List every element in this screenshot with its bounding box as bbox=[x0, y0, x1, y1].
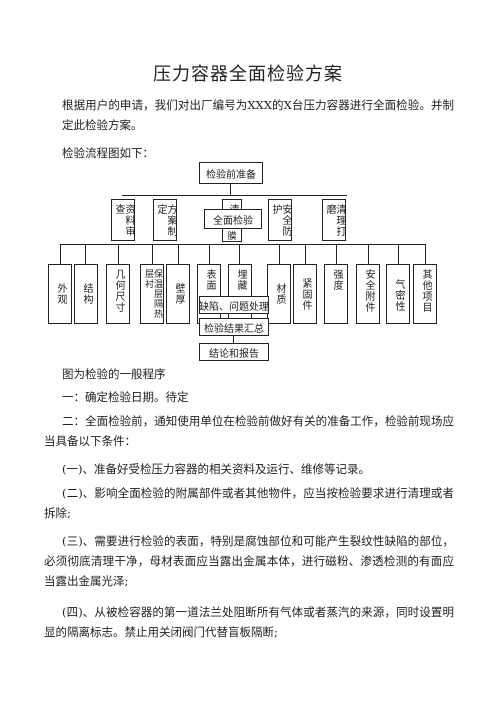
connector bbox=[152, 244, 153, 264]
flow-check-surface: 表面 bbox=[197, 264, 221, 324]
item-3: (一)、准备好受检压力容器的相关资料及运行、维修等记录。 bbox=[62, 462, 370, 476]
flow-prep-grinding: 清理打磨 bbox=[322, 199, 346, 241]
connector bbox=[178, 244, 179, 264]
connector bbox=[368, 244, 369, 264]
flow-check-insulation: 保温层隔热层衬 bbox=[140, 264, 164, 324]
flow-intro: 检验流程图如下： bbox=[62, 146, 154, 160]
connector bbox=[122, 195, 347, 196]
flow-top-box: 检验前准备 bbox=[199, 162, 263, 184]
figure-caption: 图为检验的一般程序 bbox=[62, 367, 166, 381]
item-4: (二)、影响全面检验的附属部件或者其他物件，应当按检验要求进行清理或者拆除; bbox=[44, 486, 454, 520]
connector bbox=[233, 336, 234, 343]
connector bbox=[398, 244, 399, 264]
connector bbox=[60, 244, 61, 264]
flow-defect-handling: 缺陷、问题处理 bbox=[199, 296, 269, 314]
flow-check-structure: 结构 bbox=[74, 264, 98, 324]
flow-check-thickness: 壁厚 bbox=[166, 264, 190, 324]
flow-check-fasteners: 紧固件 bbox=[293, 264, 317, 324]
connector bbox=[209, 244, 210, 264]
connector bbox=[230, 184, 231, 195]
connector bbox=[85, 244, 86, 264]
flow-prep-safety: 安全防护 bbox=[268, 199, 292, 241]
flow-full-inspection: 全面检验 bbox=[204, 209, 262, 229]
flow-check-other: 其他项目 bbox=[413, 264, 437, 324]
page-title: 压力容器全面检验方案 bbox=[153, 64, 343, 85]
connector bbox=[239, 244, 240, 264]
item-5: (三)、需要进行检验的表面，特别是腐蚀部位和可能产生裂纹性缺陷的部位，必须彻底清… bbox=[44, 534, 454, 588]
flow-check-safety-accessories: 安全附件 bbox=[356, 264, 380, 324]
connector bbox=[118, 244, 119, 264]
item-2: 二：全面检验前，通知使用单位在检验前做好有关的准备工作，检验前现场应当具备以下条… bbox=[44, 414, 454, 448]
intro-paragraph: 根据用户的申请，我们对出厂编号为XXX的X台压力容器进行全面检验。并制定此检验方… bbox=[62, 98, 454, 132]
flow-prep-docs: 资料审查 bbox=[111, 199, 135, 241]
connector bbox=[336, 244, 337, 264]
connector bbox=[60, 244, 426, 245]
flow-check-geometry: 几何尺寸 bbox=[106, 264, 130, 324]
connector bbox=[279, 244, 280, 264]
flow-check-buried: 埋藏 bbox=[228, 264, 252, 324]
flow-check-appearance: 外观 bbox=[48, 264, 72, 324]
item-6: (四)、从被检容器的第一道法兰处阻断所有气体或者蒸汽的来源，同时设置明显的隔离标… bbox=[44, 605, 454, 639]
flow-conclusion-report: 结论和报告 bbox=[199, 343, 269, 361]
flow-check-strength: 强度 bbox=[324, 264, 348, 324]
item-1: 一：确定检验日期。待定 bbox=[62, 390, 189, 404]
connector bbox=[425, 244, 426, 264]
connector bbox=[305, 244, 306, 264]
flow-check-airtightness: 气密性 bbox=[386, 264, 410, 324]
flow-check-material: 材质 bbox=[267, 264, 291, 324]
flow-prep-film: 膜 bbox=[222, 230, 242, 242]
flow-prep-plan: 方案制定 bbox=[153, 199, 177, 241]
flow-results-summary: 检验结果汇总 bbox=[199, 318, 269, 336]
